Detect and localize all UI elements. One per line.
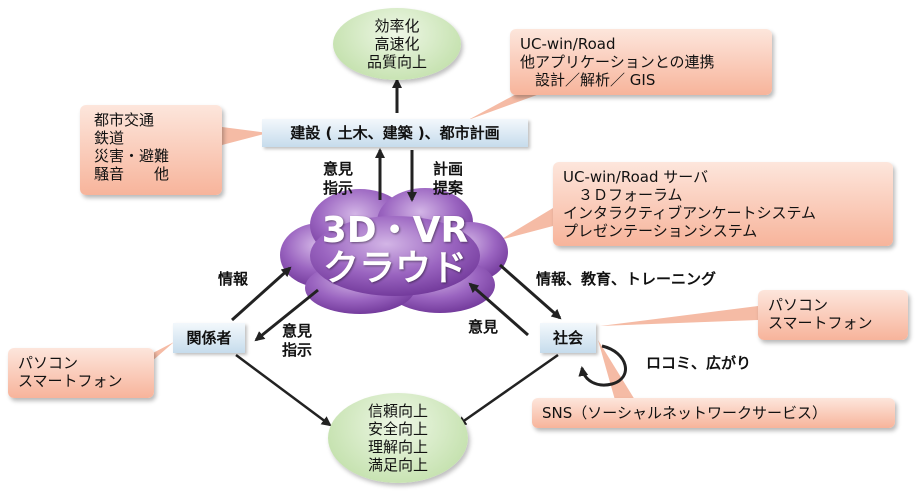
callout-server: UC-win/Road サーバ ３Ｄフォーラム インタラクティブアンケートシステ… <box>553 162 893 246</box>
callout-uc-win-road-line-2: 他アプリケーションとの連携 <box>520 53 715 71</box>
label-plan-line-2: 提案 <box>433 179 464 197</box>
loop-arrow-word-of-mouth <box>578 344 627 387</box>
callout-pc-left-line-1: パソコン <box>18 354 79 372</box>
callout-uc-win-road-line-1: UC-win/Road <box>520 35 616 53</box>
callout-uc-win-road: UC-win/Road 他アプリケーションとの連携 設計／解析／ GIS <box>510 29 772 95</box>
construction-node: 建設 ( 土木、建築 )、都市計画 <box>262 119 528 147</box>
label-word-of-mouth: ロコミ、広がり <box>646 354 752 372</box>
callout-pc-left-line-2: スマートフォン <box>18 372 123 390</box>
label-opinion-top-line-2: 指示 <box>323 179 354 197</box>
bottom-goal-line-2: 安全向上 <box>367 420 428 438</box>
top-goal-line-3: 品質向上 <box>366 53 427 71</box>
callout-urban: 都市交通 鉄道 災害・避難 騒音 他 <box>80 105 222 195</box>
arrow-society-to-cloud <box>468 282 529 337</box>
label-info-right: 情報、教育、トレーニング <box>536 270 717 288</box>
bottom-goal-ellipse: 信頼向上 安全向上 理解向上 満足向上 <box>328 393 468 483</box>
callout-pc-right-line-1: パソコン <box>768 296 829 314</box>
callout-pc-right: パソコン スマートフォン <box>758 290 908 340</box>
cloud-shape <box>280 188 508 314</box>
label-info-left: 情報 <box>218 270 249 288</box>
cloud-label: 3D・VR クラウド <box>320 212 470 288</box>
callout-sns: SNS（ソーシャルネットワークサービス） <box>532 398 895 428</box>
callout-urban-line-3: 災害・避難 <box>94 147 170 165</box>
arrow-cloud-to-society <box>499 263 562 320</box>
label-opinion-right: 意見 <box>468 318 499 336</box>
stakeholders-node: 関係者 <box>173 323 245 353</box>
label-plan-proposal: 計画 提案 <box>433 160 463 198</box>
label-opinion-top-line-1: 意見 <box>323 160 354 178</box>
label-opinion-left-line-1: 意見 <box>282 322 313 340</box>
bottom-goal-line-1: 信頼向上 <box>367 402 428 420</box>
callout-pc-left: パソコン スマートフォン <box>8 348 154 398</box>
callout-server-line-2: ３Ｄフォーラム <box>563 186 683 204</box>
callout-urban-line-4: 騒音 他 <box>94 165 170 183</box>
callout-tail-pc-right <box>600 306 758 326</box>
label-opinion-instruction-top: 意見 指示 <box>323 160 353 198</box>
callout-tail-server <box>500 208 553 240</box>
label-plan-line-1: 計画 <box>433 160 464 178</box>
arrow-stakeholders-to-bottom-goal <box>235 353 332 427</box>
callout-server-line-1: UC-win/Road サーバ <box>563 168 709 186</box>
callout-urban-line-1: 都市交通 <box>94 111 155 129</box>
callout-pc-right-line-2: スマートフォン <box>768 314 873 332</box>
label-opinion-instruction-left: 意見 指示 <box>282 322 312 360</box>
arrow-cloud-to-stakeholders <box>254 288 319 342</box>
arrow-society-to-bottom-goal <box>456 353 559 427</box>
callout-tail-uc-win-road <box>468 92 545 120</box>
label-opinion-left-line-2: 指示 <box>282 341 313 359</box>
callout-tail-sns <box>598 340 635 400</box>
callout-server-line-3: インタラクティブアンケートシステム <box>563 204 817 222</box>
callout-server-line-4: プレゼンテーションシステム <box>563 222 758 240</box>
callout-uc-win-road-line-3: 設計／解析／ GIS <box>520 71 656 89</box>
top-goal-ellipse: 効率化 高速化 品質向上 <box>333 8 461 80</box>
cloud-label-line-2: クラウド <box>322 248 467 289</box>
cloud-label-line-1: 3D・VR <box>321 210 469 251</box>
society-node: 社会 <box>540 323 596 353</box>
callout-tail-urban <box>222 127 268 145</box>
top-goal-line-2: 高速化 <box>374 35 420 53</box>
top-goal-line-1: 効率化 <box>374 17 420 35</box>
bottom-goal-line-3: 理解向上 <box>367 438 428 456</box>
callout-urban-line-2: 鉄道 <box>94 129 125 147</box>
bottom-goal-line-4: 満足向上 <box>367 456 428 474</box>
arrow-stakeholders-to-cloud <box>230 266 292 322</box>
